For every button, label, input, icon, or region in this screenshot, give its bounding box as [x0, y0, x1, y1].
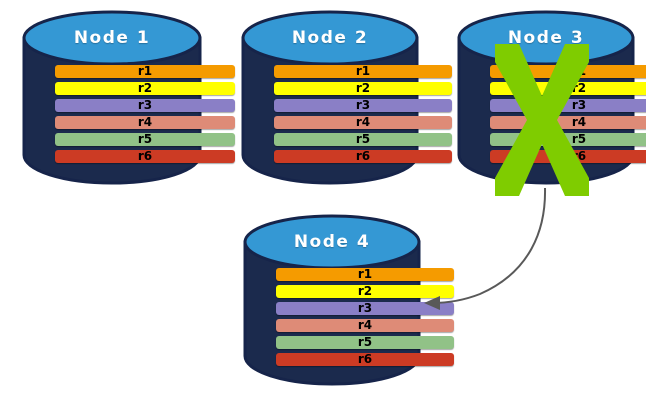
node-1-rows: r1 r2 r3 r4 r5 r6 [22, 65, 268, 163]
row-label-r4: r4 [355, 115, 371, 129]
row-r1[interactable]: r1 [55, 65, 235, 78]
row-r1[interactable]: r1 [490, 65, 646, 78]
row-r6[interactable]: r6 [274, 150, 452, 163]
node-3[interactable]: Node 3 r1 r2 r3 r4 r5 r6 [457, 8, 646, 196]
row-r1[interactable]: r1 [276, 268, 454, 281]
row-r3[interactable]: r3 [274, 99, 452, 112]
row-label-r5: r5 [357, 335, 373, 349]
row-label-r1: r1 [355, 64, 371, 78]
node-4-rows: r1 r2 r3 r4 r5 r6 [243, 268, 487, 366]
row-label-r4: r4 [571, 115, 587, 129]
row-label-r6: r6 [571, 149, 587, 163]
node-3-rows: r1 r2 r3 r4 r5 r6 [457, 65, 646, 163]
row-label-r1: r1 [137, 64, 153, 78]
row-r2[interactable]: r2 [55, 82, 235, 95]
row-label-r3: r3 [357, 301, 373, 315]
row-label-r1: r1 [357, 267, 373, 281]
row-r6[interactable]: r6 [490, 150, 646, 163]
row-label-r5: r5 [137, 132, 153, 146]
row-label-r2: r2 [137, 81, 153, 95]
node-4[interactable]: Node 4 r1 r2 r3 r4 r5 r6 [243, 212, 454, 386]
row-label-r4: r4 [357, 318, 373, 332]
row-r5[interactable]: r5 [276, 336, 454, 349]
row-r5[interactable]: r5 [274, 133, 452, 146]
row-label-r2: r2 [355, 81, 371, 95]
row-r4[interactable]: r4 [276, 319, 454, 332]
row-label-r6: r6 [357, 352, 373, 366]
row-r2[interactable]: r2 [274, 82, 452, 95]
node-2-rows: r1 r2 r3 r4 r5 r6 [241, 65, 485, 163]
row-r6[interactable]: r6 [276, 353, 454, 366]
row-label-r2: r2 [571, 81, 587, 95]
row-label-r5: r5 [571, 132, 587, 146]
row-label-r4: r4 [137, 115, 153, 129]
node-1[interactable]: Node 1 r1 r2 r3 r4 r5 r6 [22, 8, 235, 185]
row-r3[interactable]: r3 [55, 99, 235, 112]
row-label-r6: r6 [355, 149, 371, 163]
row-r6[interactable]: r6 [55, 150, 235, 163]
row-label-r1: r1 [571, 64, 587, 78]
row-r2[interactable]: r2 [490, 82, 646, 95]
row-label-r2: r2 [357, 284, 373, 298]
row-r5[interactable]: r5 [55, 133, 235, 146]
node-2[interactable]: Node 2 r1 r2 r3 r4 r5 r6 [241, 8, 452, 185]
row-r5[interactable]: r5 [490, 133, 646, 146]
row-label-r3: r3 [137, 98, 153, 112]
row-label-r3: r3 [355, 98, 371, 112]
row-r4[interactable]: r4 [274, 116, 452, 129]
row-r3[interactable]: r3 [276, 302, 454, 315]
row-label-r3: r3 [571, 98, 587, 112]
row-r3[interactable]: r3 [490, 99, 646, 112]
row-label-r5: r5 [355, 132, 371, 146]
row-r4[interactable]: r4 [490, 116, 646, 129]
row-r2[interactable]: r2 [276, 285, 454, 298]
row-label-r6: r6 [137, 149, 153, 163]
row-r4[interactable]: r4 [55, 116, 235, 129]
row-r1[interactable]: r1 [274, 65, 452, 78]
